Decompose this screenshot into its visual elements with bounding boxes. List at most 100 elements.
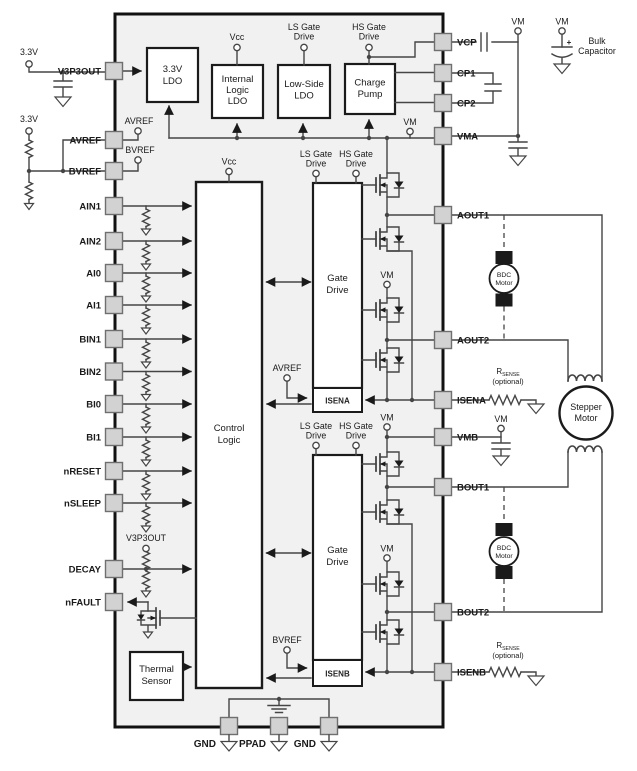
hs-gate-drive-terminal xyxy=(352,441,360,450)
svg-text:DECAY: DECAY xyxy=(69,565,102,576)
svg-text:AOUT2: AOUT2 xyxy=(457,336,489,347)
ground-symbol xyxy=(54,96,72,108)
svg-text:BIN2: BIN2 xyxy=(79,367,101,378)
vm-bus: VM xyxy=(164,105,436,141)
block-3v3-ldo: 3.3V LDO xyxy=(145,46,200,104)
svg-text:ISENA: ISENA xyxy=(457,396,486,407)
svg-text:BIN1: BIN1 xyxy=(79,335,101,346)
svg-text:LS Gate: LS Gate xyxy=(300,421,332,431)
svg-text:nFAULT: nFAULT xyxy=(65,598,101,609)
pin-decay: DECAY xyxy=(69,559,124,579)
ground-symbol xyxy=(527,403,545,415)
rsense-optional-label: (optional) xyxy=(492,651,524,660)
svg-text:Internal: Internal xyxy=(222,74,254,85)
vm-terminal xyxy=(383,423,391,431)
ground-symbol xyxy=(527,675,545,687)
vcc-terminal xyxy=(233,43,241,52)
rsense-resistor-symbol xyxy=(488,666,522,678)
pin-isenb: ISENB xyxy=(433,662,486,682)
external-vma-capacitor xyxy=(450,133,528,167)
svg-text:VCP: VCP xyxy=(457,38,477,49)
v3p3out-terminal xyxy=(142,544,150,553)
bvref-terminal-label: BVREF xyxy=(125,145,155,155)
pin-gnd-2: GND xyxy=(294,716,339,752)
pin-bi0: BI0 xyxy=(86,394,124,414)
svg-text:CP1: CP1 xyxy=(457,69,476,80)
resistor-symbol xyxy=(24,139,34,159)
svg-text:AVREF: AVREF xyxy=(70,136,102,147)
svg-text:Drive: Drive xyxy=(326,285,348,296)
block-charge-pump: Charge Pump HS Gate Drive xyxy=(343,22,436,116)
external-isena-rsense: RSENSE (optional) xyxy=(450,367,545,415)
rsense-label: RSENSE xyxy=(496,367,520,378)
svg-text:Sensor: Sensor xyxy=(141,676,171,687)
pin-bi1: BI1 xyxy=(86,427,124,447)
bvref-terminal xyxy=(283,646,291,654)
svg-text:BOUT1: BOUT1 xyxy=(457,483,490,494)
svg-text:Logic: Logic xyxy=(226,85,249,96)
avref-terminal xyxy=(134,127,142,135)
hs-gate-drive-terminal xyxy=(352,169,360,178)
capacitor-symbol xyxy=(53,71,73,98)
stepper-winding-b-coil xyxy=(567,445,603,453)
svg-text:Control: Control xyxy=(214,423,245,434)
svg-text:Gate: Gate xyxy=(327,273,348,284)
svg-text:Pump: Pump xyxy=(358,89,383,100)
bvref-to-isenb: BVREF xyxy=(272,635,308,673)
pin-ppad: PPAD xyxy=(239,716,289,752)
svg-text:AI1: AI1 xyxy=(86,301,102,312)
block-gate-drive-a: Gate Drive ISENA LS Gate Drive HS Gate D… xyxy=(300,149,373,413)
ls-gate-drive-terminal xyxy=(312,441,320,450)
ground-net xyxy=(228,696,330,719)
svg-text:BOUT2: BOUT2 xyxy=(457,608,489,619)
svg-text:Drive: Drive xyxy=(294,32,315,42)
nfault-circuit xyxy=(127,597,197,639)
pin-isena: ISENA xyxy=(433,390,486,410)
rsense-label: RSENSE xyxy=(496,641,520,652)
pin-bvref: BVREF xyxy=(69,161,124,181)
vm-terminal xyxy=(514,27,522,35)
pin-nfault: nFAULT xyxy=(65,592,124,612)
external-motor-a: BDC Motor xyxy=(450,214,603,382)
svg-text:AOUT1: AOUT1 xyxy=(457,211,490,222)
pin-vcp: VCP xyxy=(433,32,477,52)
external-vmb-capacitor: VM xyxy=(450,414,511,467)
avref-to-isena: AVREF xyxy=(273,363,308,403)
input-wires xyxy=(121,201,192,532)
svg-text:V3P3OUT: V3P3OUT xyxy=(58,67,101,78)
earth-ground-symbol xyxy=(267,704,291,714)
v3p3out-terminal-label: V3P3OUT xyxy=(126,533,167,543)
pin-vma: VMA xyxy=(433,126,478,146)
svg-text:Motor: Motor xyxy=(495,280,513,287)
svg-text:GND: GND xyxy=(194,739,216,750)
svg-text:BVREF: BVREF xyxy=(69,167,101,178)
vcc-terminal xyxy=(225,167,233,176)
svg-text:Logic: Logic xyxy=(218,435,241,446)
vm-terminal xyxy=(497,424,505,433)
bdc-motor-b xyxy=(488,536,520,567)
capacitor-symbol xyxy=(508,135,528,157)
rsense-resistor-symbol xyxy=(488,394,522,406)
external-isenb-rsense: RSENSE (optional) xyxy=(450,641,545,687)
supply-3v3-terminal xyxy=(25,60,33,68)
wire-vcp xyxy=(368,41,436,58)
bdc-motor-brush xyxy=(495,523,513,536)
svg-text:LDO: LDO xyxy=(294,91,314,102)
svg-text:LS Gate: LS Gate xyxy=(300,149,332,159)
pin-cp2: CP2 xyxy=(433,93,475,113)
svg-text:LDO: LDO xyxy=(228,96,248,107)
svg-text:Drive: Drive xyxy=(359,32,380,42)
svg-text:LDO: LDO xyxy=(163,76,183,87)
hs-gate-drive-terminal xyxy=(365,43,373,52)
svg-text:Thermal: Thermal xyxy=(139,664,174,675)
flying-capacitor-symbol xyxy=(450,72,502,104)
external-cp-capacitor xyxy=(450,72,502,104)
pin-gnd-1: GND xyxy=(194,716,239,752)
ground-symbol xyxy=(509,155,527,167)
pins-right: VCP CP1 CP2 VMA AOUT1 AOUT2 ISENA VMB BO… xyxy=(433,32,490,682)
ground-symbol xyxy=(23,202,35,211)
vcc-terminal-label: Vcc xyxy=(222,157,237,167)
svg-text:VMA: VMA xyxy=(457,132,478,143)
avref-terminal-label: AVREF xyxy=(125,116,154,126)
svg-text:3.3V: 3.3V xyxy=(163,64,183,75)
